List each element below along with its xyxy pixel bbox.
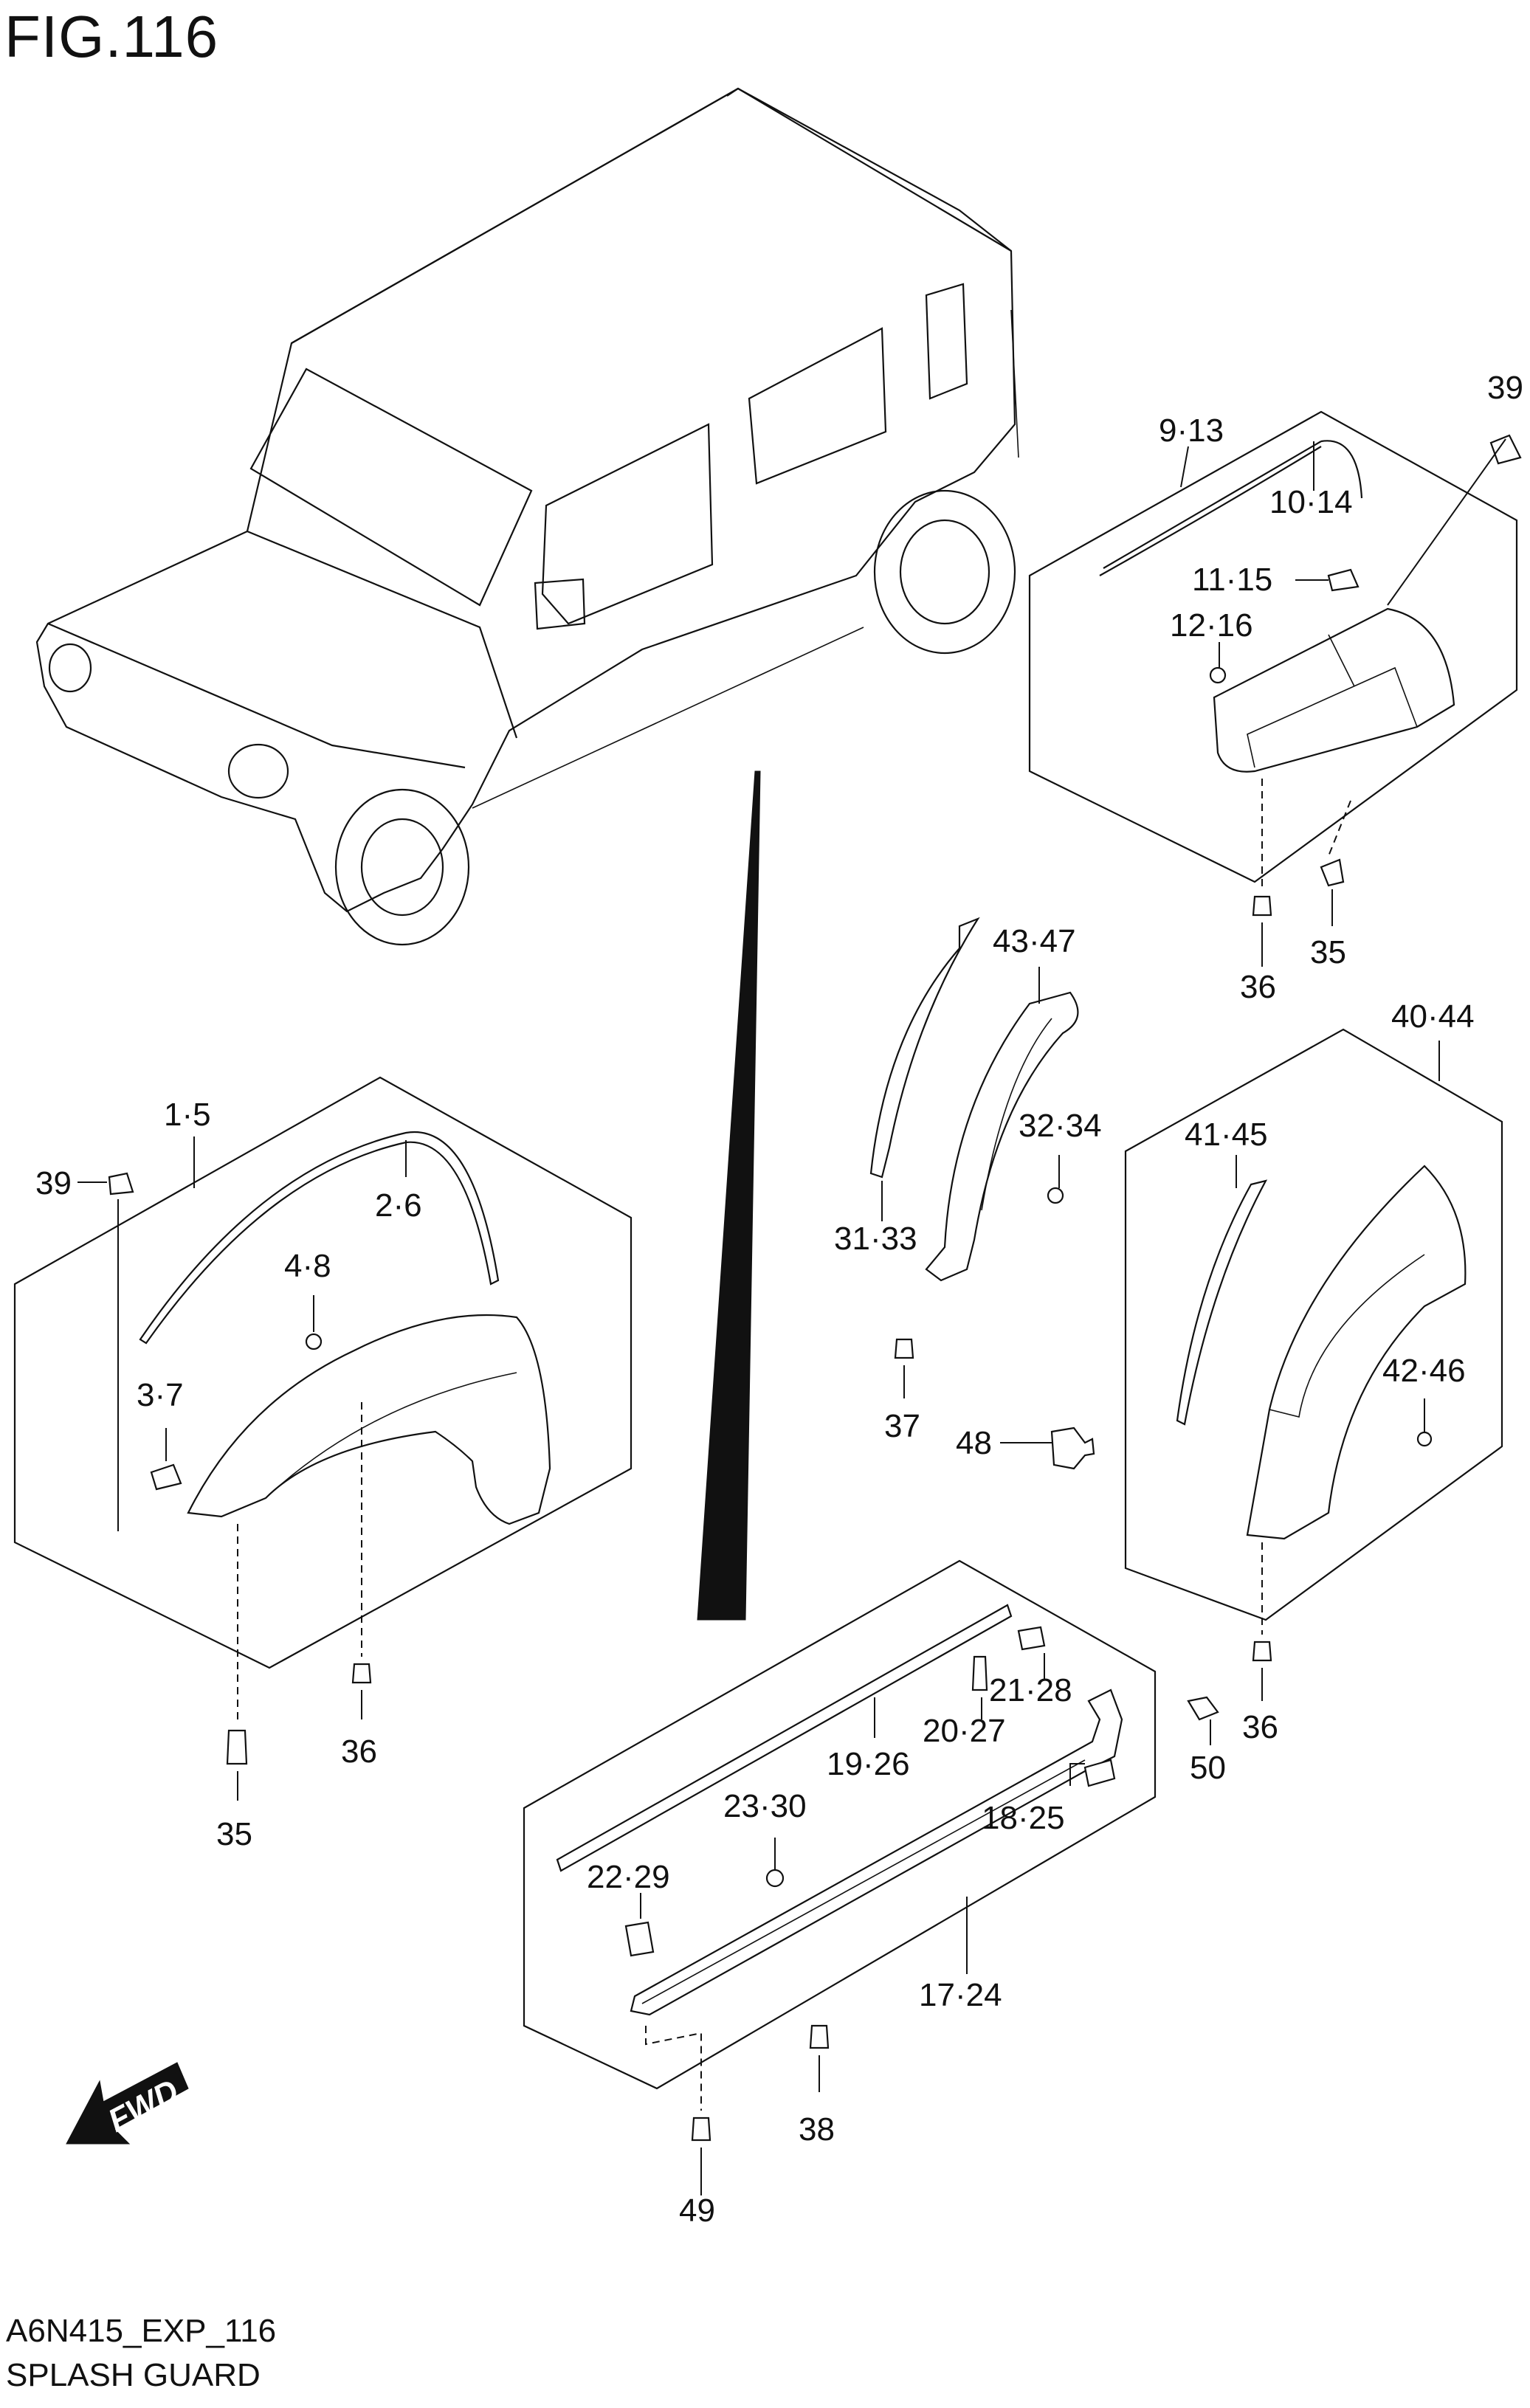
- direction-wedge: [697, 770, 761, 1621]
- callout-36-left: 36: [341, 1733, 377, 1770]
- callout-11-15: 11·15: [1192, 562, 1272, 598]
- figure-code: A6N415_EXP_116: [6, 2313, 277, 2349]
- callout-41-45: 41·45: [1185, 1117, 1268, 1153]
- rear-arch-assembly: [1028, 410, 1522, 967]
- callout-2-6: 2·6: [375, 1187, 422, 1224]
- callout-42-46: 42·46: [1382, 1353, 1466, 1389]
- callout-9-13: 9·13: [1159, 413, 1224, 449]
- figure-title: FIG.116: [4, 4, 219, 69]
- figure-name: SPLASH GUARD: [6, 2357, 261, 2393]
- callout-10-14: 10·14: [1269, 484, 1353, 520]
- callout-50: 50: [1190, 1750, 1226, 1786]
- callout-20-27: 20·27: [923, 1713, 1006, 1749]
- callout-35-tr: 35: [1310, 934, 1346, 970]
- callout-43-47: 43·47: [993, 923, 1076, 959]
- vehicle-illustration: [35, 87, 1019, 946]
- callout-17-24: 17·24: [919, 1977, 1002, 2013]
- callout-37: 37: [884, 1408, 920, 1444]
- callout-39-top: 39: [1487, 370, 1523, 406]
- fwd-arrow: FWD: [66, 2062, 189, 2145]
- callout-4-8: 4·8: [284, 1248, 331, 1284]
- callout-40-44: 40·44: [1391, 998, 1475, 1035]
- callout-32-34: 32·34: [1019, 1108, 1102, 1144]
- callout-18-25: 18·25: [982, 1800, 1065, 1836]
- front-arch-assembly: [13, 1076, 633, 1801]
- callout-19-26: 19·26: [827, 1746, 910, 1782]
- callout-31-33: 31·33: [834, 1221, 917, 1257]
- callout-21-28: 21·28: [989, 1672, 1072, 1708]
- callout-49: 49: [679, 2193, 715, 2229]
- callout-36-tr: 36: [1240, 969, 1276, 1005]
- part-labels: 39 9·13 10·14 11·15 12·16 36 35 43·47 40…: [35, 370, 1523, 2229]
- callout-39-left: 39: [35, 1165, 72, 1201]
- callout-22-29: 22·29: [587, 1859, 670, 1895]
- callout-36-right: 36: [1242, 1709, 1278, 1745]
- callout-1-5: 1·5: [164, 1097, 211, 1133]
- callout-23-30: 23·30: [723, 1788, 807, 1824]
- side-sill-assembly: [523, 1559, 1219, 2195]
- callout-38: 38: [799, 2111, 835, 2147]
- callout-48: 48: [956, 1425, 992, 1461]
- rear-flare-assembly: [1124, 1028, 1503, 1701]
- callout-3-7: 3·7: [137, 1377, 184, 1413]
- inner-liner-assembly: [869, 917, 1095, 1470]
- callout-12-16: 12·16: [1170, 607, 1253, 644]
- callout-35-left: 35: [216, 1816, 252, 1852]
